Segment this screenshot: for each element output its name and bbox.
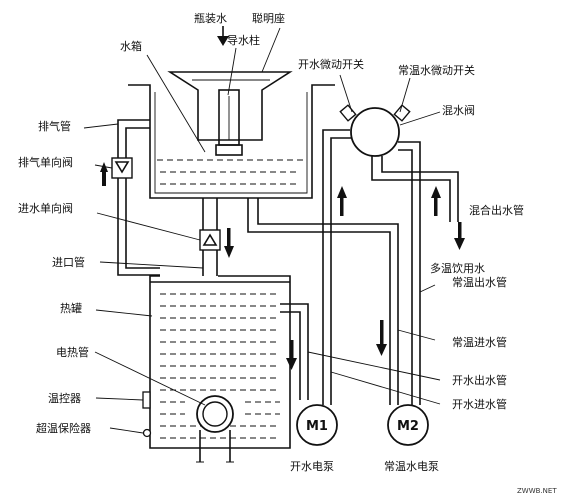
label-boil-out-pipe: 开水出水管 xyxy=(452,373,507,387)
heater-tube xyxy=(196,395,234,463)
leader-lines xyxy=(83,27,441,434)
pump-m1-label: M1 xyxy=(306,419,328,434)
pump-m2-label: M2 xyxy=(397,419,419,434)
mix-outlet-flow-arrow xyxy=(454,222,465,250)
inlet-check-valve xyxy=(199,229,221,251)
label-boil-switch: 开水微动开关 xyxy=(298,57,364,71)
exhaust-check-valve xyxy=(111,157,133,179)
label-inlet-check-valve: 进水单向阀 xyxy=(18,201,73,215)
bottled-water-arrow xyxy=(217,26,229,46)
hot-tank xyxy=(149,275,291,449)
label-mix-valve: 混水阀 xyxy=(442,103,475,117)
pump-m2: M2 xyxy=(387,404,429,446)
overheat-protector xyxy=(142,428,152,438)
water-guide-column xyxy=(215,89,243,156)
label-smart-seat: 聪明座 xyxy=(252,11,285,25)
boil-in-pipe-line xyxy=(322,129,352,405)
label-normal-in-pipe: 常温进水管 xyxy=(452,335,507,349)
water-tank xyxy=(128,84,335,199)
normal-inlet-flow-arrow xyxy=(376,320,387,356)
label-thermostat: 温控器 xyxy=(48,391,81,405)
label-exhaust-check-valve: 排气单向阀 xyxy=(18,155,73,169)
normal-inlet-pipe-line xyxy=(247,198,399,405)
boil-out-pipe-line xyxy=(280,303,309,400)
label-water-guide: 导水柱 xyxy=(227,33,260,47)
boil-out-flow-arrow xyxy=(286,340,297,370)
mix-valve xyxy=(339,104,411,157)
label-exhaust-pipe: 排气管 xyxy=(38,119,71,133)
label-boil-in-pipe: 开水进水管 xyxy=(452,397,507,411)
label-boil-pump: 开水电泵 xyxy=(290,460,334,473)
boil-in-flow-arrow xyxy=(337,186,347,216)
label-heater-tube: 电热管 xyxy=(56,345,89,359)
label-overheat-protector: 超温保险器 xyxy=(36,421,91,435)
mix-outlet-pipe xyxy=(371,156,459,222)
normal-out-flow-arrow xyxy=(431,186,441,216)
label-bottled-water: 瓶装水 xyxy=(194,11,227,25)
inlet-flow-arrow xyxy=(224,228,234,258)
label-normal-out-pipe: 常温出水管 xyxy=(452,275,507,289)
thermostat xyxy=(142,391,151,409)
label-mix-outlet: 混合出水管 xyxy=(469,203,524,217)
label-hot-tank: 热罐 xyxy=(60,302,82,315)
label-inlet-pipe: 进口管 xyxy=(52,255,85,269)
label-multi-temp-water: 多温饮用水 xyxy=(430,261,485,275)
exhaust-pipe xyxy=(117,119,160,276)
label-normal-pump: 常温水电泵 xyxy=(384,460,439,473)
label-normal-switch: 常温水微动开关 xyxy=(398,63,475,77)
label-water-tank: 水箱 xyxy=(120,39,142,53)
pump-m1: M1 xyxy=(296,404,338,446)
watermark: ZWWB.NET xyxy=(517,487,557,495)
normal-out-pipe-line xyxy=(398,141,421,405)
exhaust-flow-arrow xyxy=(100,162,108,186)
